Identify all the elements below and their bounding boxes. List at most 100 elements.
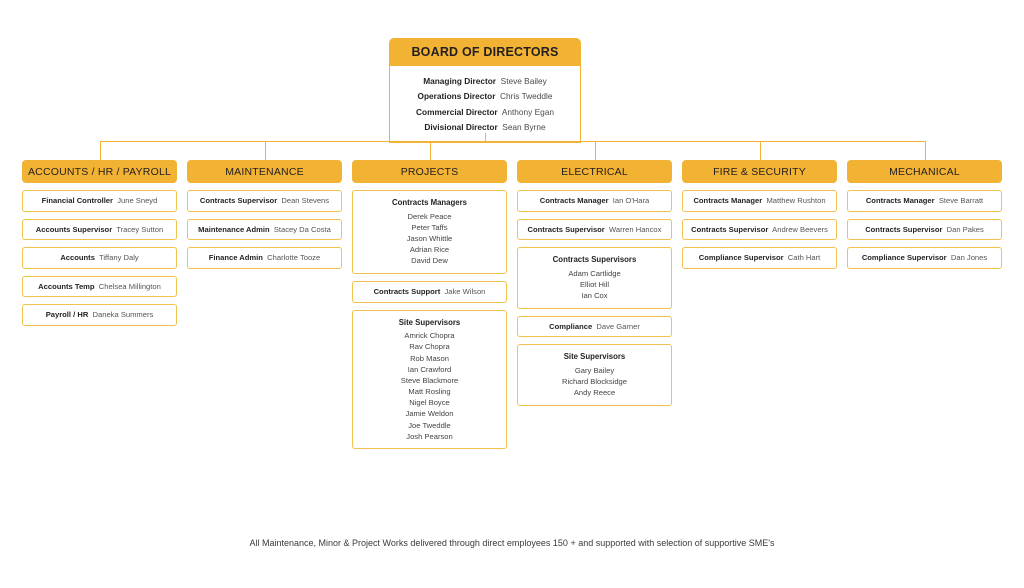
board-member-row: Divisional Director Sean Byrne — [396, 119, 574, 134]
role-card[interactable]: Contracts Supervisor Dean Stevens — [187, 190, 342, 212]
group-member: Nigel Boyce — [409, 398, 450, 408]
role-title: Finance Admin — [208, 253, 263, 263]
connector-drop-0 — [99, 141, 101, 160]
role-card[interactable]: Financial Controller June Sneyd — [22, 190, 177, 212]
department-header[interactable]: MECHANICAL — [847, 160, 1002, 183]
board-member-name: Sean Byrne — [497, 121, 546, 132]
role-card[interactable]: Contracts Supervisor Dan Pakes — [847, 218, 1002, 241]
group-title: Contracts Supervisors — [552, 255, 637, 265]
role-title: Compliance — [549, 321, 593, 331]
role-line: Accounts Temp Chelsea Millington — [27, 281, 172, 291]
role-card[interactable]: Contracts Supervisor Andrew Beevers — [682, 218, 837, 241]
board-member-role: Managing Director — [423, 76, 497, 87]
role-card[interactable]: Payroll / HR Daneka Summers — [22, 304, 177, 326]
role-title: Maintenance Admin — [198, 224, 270, 234]
role-person: June Sneyd — [112, 196, 158, 205]
role-card[interactable]: Contracts Support Jake Wilson — [352, 280, 507, 303]
role-card[interactable]: Compliance Supervisor Cath Hart — [682, 247, 837, 269]
role-line: Compliance Dave Garner — [522, 321, 667, 331]
role-person: Cath Hart — [783, 253, 821, 263]
department-column-maintenance: MAINTENANCE Contracts Supervisor Dean Ste… — [187, 160, 342, 276]
role-card[interactable]: Contracts Manager Matthew Rushton — [682, 190, 837, 212]
group-member: Jamie Weldon — [405, 409, 454, 419]
connector-horizontal-bus — [99, 141, 925, 143]
board-of-directors-title: BOARD OF DIRECTORS — [389, 38, 581, 66]
role-person: Chelsea Millington — [94, 281, 161, 291]
role-card[interactable]: Contracts Manager Steve Barratt — [847, 190, 1002, 212]
role-person: Matthew Rushton — [762, 196, 826, 205]
role-line: Payroll / HR Daneka Summers — [27, 311, 172, 319]
group-member: Rob Mason — [410, 353, 449, 363]
role-person: Daneka Summers — [88, 310, 154, 320]
department-header[interactable]: ELECTRICAL — [517, 160, 672, 183]
department-column-mechanical: MECHANICAL Contracts Manager Steve Barrat… — [847, 160, 1002, 276]
group-member: Jason Whittle — [406, 233, 453, 243]
department-header[interactable]: FIRE & SECURITY — [682, 160, 837, 183]
role-title: Contracts Support — [373, 286, 441, 296]
group-member: Joe Tweddle — [408, 420, 451, 430]
role-card[interactable]: Accounts Supervisor Tracey Sutton — [22, 218, 177, 241]
role-title: Contracts Manager — [539, 196, 609, 205]
role-title: Contracts Supervisor — [199, 196, 278, 205]
department-header[interactable]: MAINTENANCE — [187, 160, 342, 183]
connector-drop-1 — [264, 141, 266, 160]
group-member: Adrian Rice — [409, 245, 450, 255]
role-person: Ian O'Hara — [608, 196, 650, 205]
connector-drop-4 — [759, 141, 761, 160]
role-line: Contracts Supervisor Warren Hancox — [522, 224, 667, 234]
role-line: Compliance Supervisor Dan Jones — [852, 254, 997, 262]
group-member: Ian Cox — [581, 291, 608, 301]
role-title: Accounts Supervisor — [35, 224, 113, 234]
group-member: Matt Rosling — [408, 387, 451, 397]
role-title: Contracts Supervisor — [527, 224, 605, 234]
connector-board-stem — [485, 133, 487, 141]
role-card[interactable]: Maintenance Admin Stacey Da Costa — [187, 218, 342, 241]
department-header[interactable]: PROJECTS — [352, 160, 507, 183]
role-line: Financial Controller June Sneyd — [27, 197, 172, 205]
group-member: Rav Chopra — [409, 342, 450, 352]
role-line: Contracts Supervisor Dean Stevens — [192, 197, 337, 205]
connector-drop-5 — [924, 141, 926, 160]
role-card[interactable]: Compliance Dave Garner — [517, 315, 672, 338]
group-title: Contracts Managers — [392, 198, 467, 207]
group-member: David Dew — [411, 256, 448, 266]
role-line: Contracts Supervisor Dan Pakes — [852, 224, 997, 234]
board-member-name: Anthony Egan — [497, 106, 554, 117]
role-line: Maintenance Admin Stacey Da Costa — [192, 224, 337, 234]
department-header[interactable]: ACCOUNTS / HR / PAYROLL — [22, 160, 177, 183]
board-of-directors-card: BOARD OF DIRECTORS Managing Director Ste… — [389, 38, 581, 144]
board-member-name: Chris Tweddle — [495, 91, 553, 102]
role-person: Dan Jones — [946, 253, 988, 263]
role-title: Contracts Supervisor — [865, 224, 943, 234]
role-title: Compliance Supervisor — [698, 253, 784, 263]
group-member: Amrick Chopra — [404, 331, 455, 341]
role-title: Accounts — [60, 253, 95, 263]
role-card[interactable]: Accounts Temp Chelsea Millington — [22, 275, 177, 298]
group-member: Peter Taffs — [411, 222, 448, 232]
role-line: Contracts Manager Matthew Rushton — [687, 197, 832, 205]
role-title: Payroll / HR — [45, 310, 89, 320]
group-member: Derek Peace — [407, 211, 452, 221]
role-card[interactable]: Finance Admin Charlotte Tooze — [187, 247, 342, 269]
group-member: Andy Reece — [573, 388, 616, 398]
role-card[interactable]: Accounts Tiffany Daly — [22, 247, 177, 269]
role-line: Accounts Tiffany Daly — [27, 254, 172, 262]
role-card[interactable]: Contracts Manager Ian O'Hara — [517, 190, 672, 212]
group-member: Josh Pearson — [406, 431, 453, 441]
role-person: Dan Pakes — [942, 224, 984, 234]
role-card[interactable]: Compliance Supervisor Dan Jones — [847, 247, 1002, 269]
role-line: Contracts Manager Steve Barratt — [852, 197, 997, 205]
role-card[interactable]: Contracts Supervisor Warren Hancox — [517, 218, 672, 241]
group-title: Site Supervisors — [563, 352, 626, 362]
footer-note: All Maintenance, Minor & Project Works d… — [249, 538, 775, 548]
group-member: Steve Blackmore — [400, 375, 459, 385]
group-member: Adam Cartlidge — [568, 268, 621, 278]
connector-drop-2 — [429, 141, 431, 160]
